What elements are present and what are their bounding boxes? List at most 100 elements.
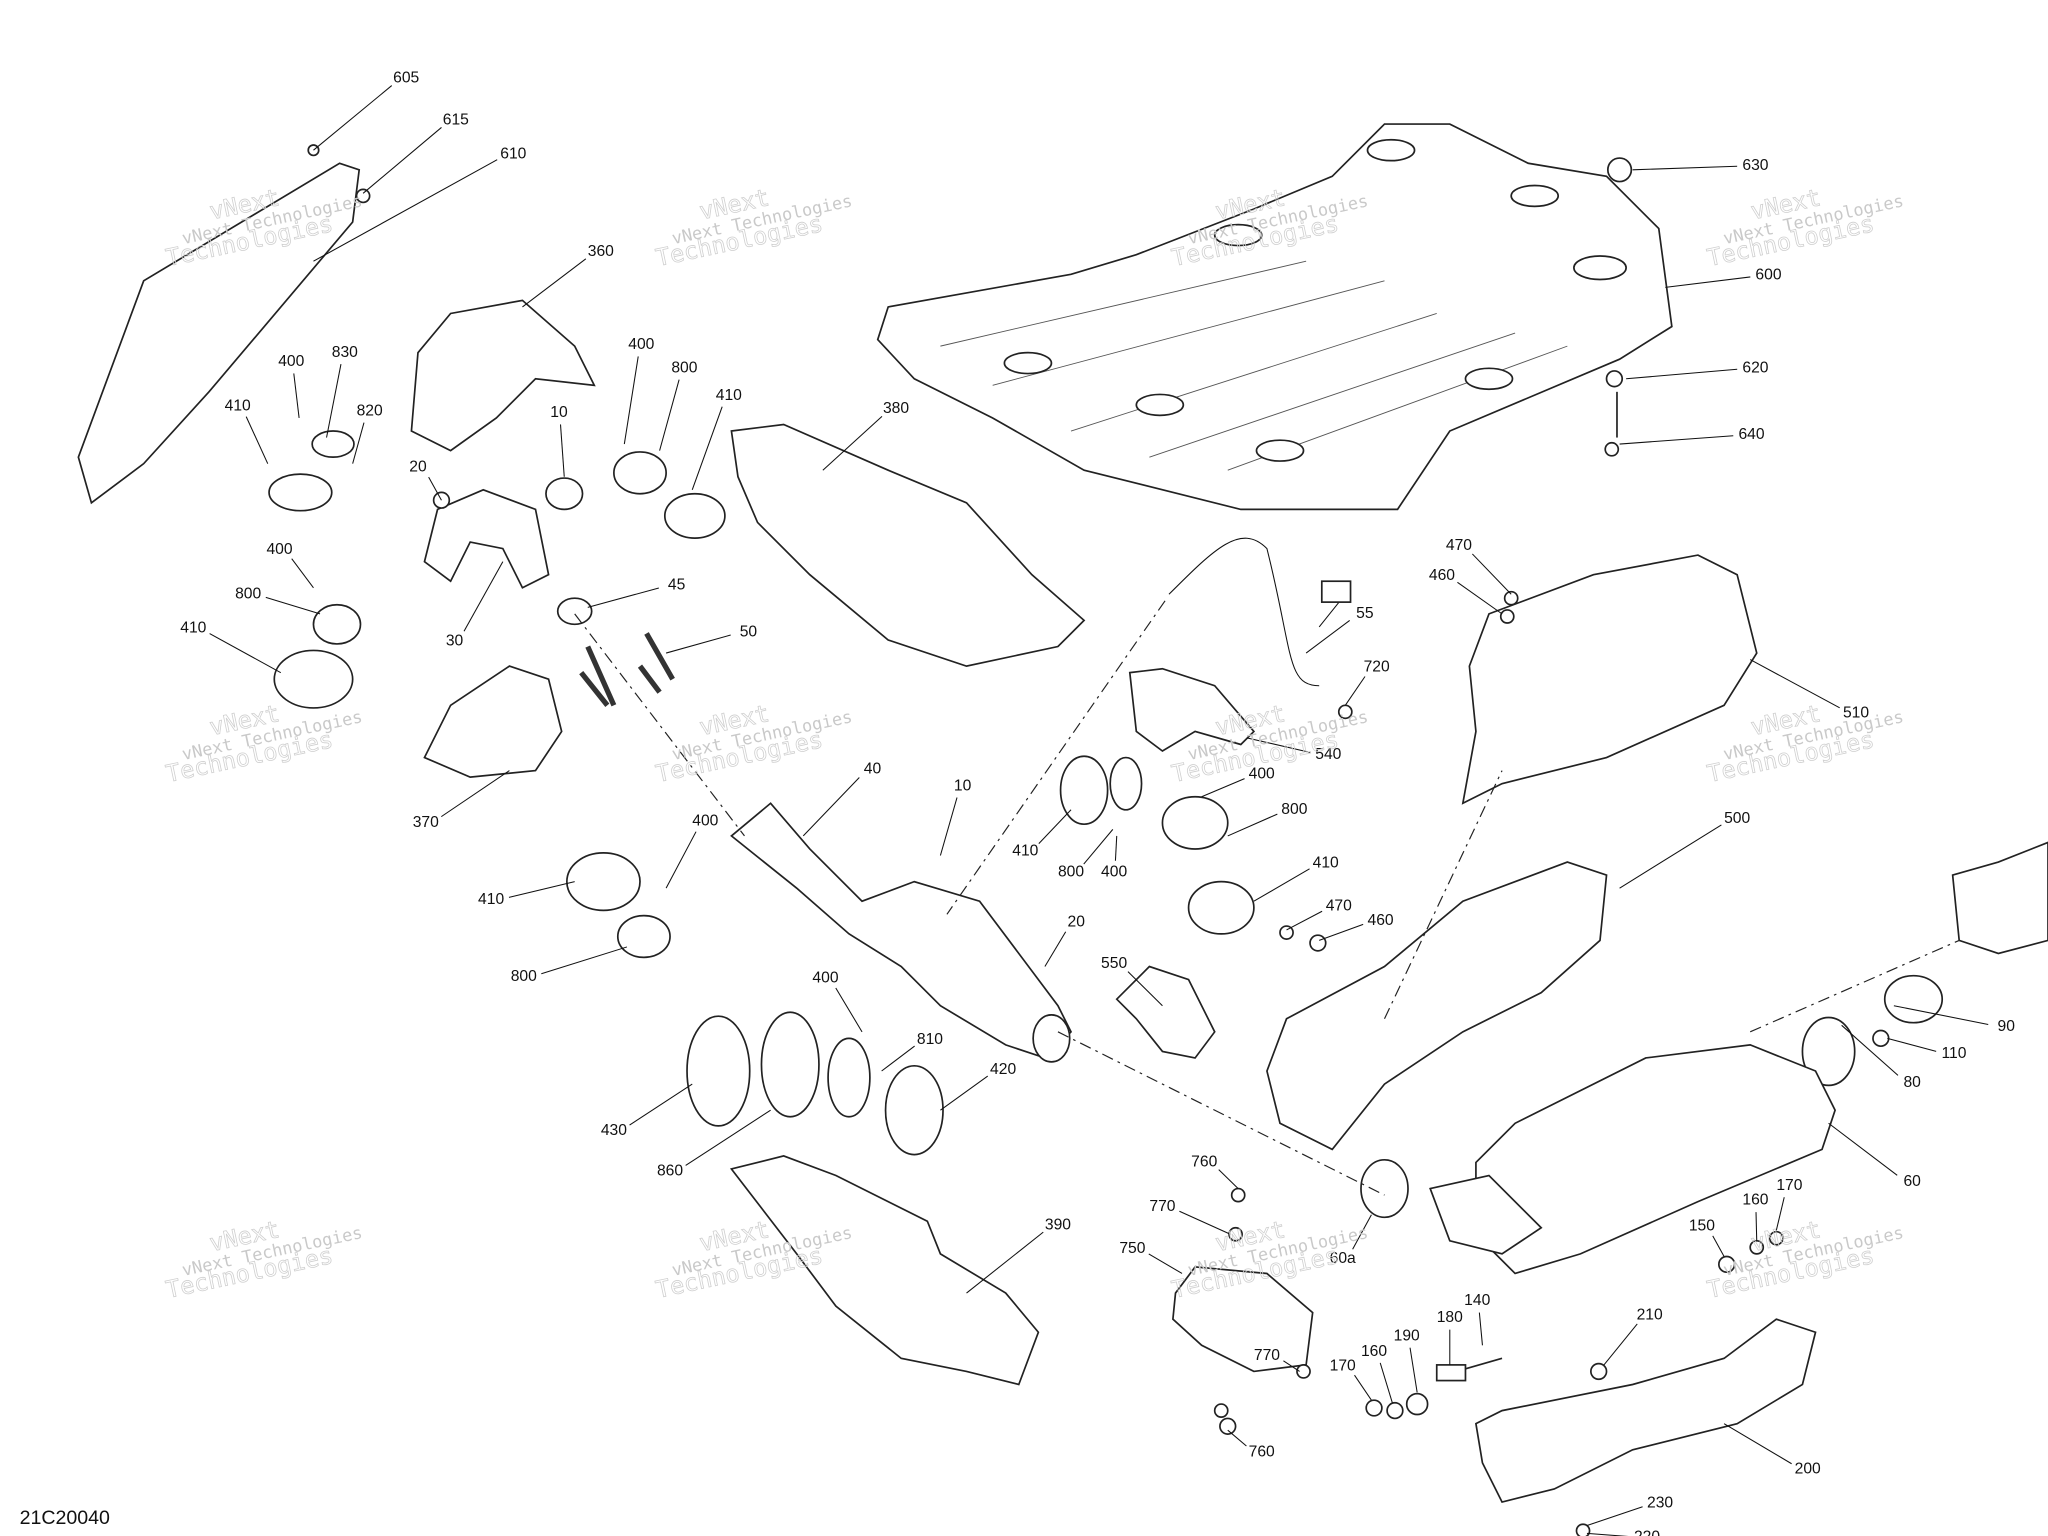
callout-360: 360 <box>588 243 614 260</box>
callout-170: 170 <box>1330 1357 1356 1374</box>
leader-line <box>1409 1347 1418 1393</box>
leader-line <box>313 85 393 151</box>
elbow-30 <box>423 488 550 589</box>
callout-420: 420 <box>990 1061 1016 1078</box>
leader-line <box>1305 619 1350 654</box>
callout-470: 470 <box>1326 898 1352 915</box>
leader-lines <box>209 85 1989 1536</box>
leader-line <box>1841 1024 1899 1076</box>
callout-600: 600 <box>1755 267 1781 284</box>
leader-line <box>1586 1506 1643 1527</box>
callout-50: 50 <box>740 623 758 640</box>
leader-line <box>1179 1210 1231 1235</box>
leader-line <box>352 422 365 464</box>
callout-80: 80 <box>1903 1074 1921 1091</box>
leader-line <box>881 1045 915 1072</box>
callout-550: 550 <box>1101 955 1127 972</box>
diagram-code: 21C20040 <box>20 1507 110 1529</box>
callout-210: 210 <box>1637 1306 1663 1323</box>
callout-110: 110 <box>1941 1045 1966 1062</box>
leader-line <box>1044 931 1067 967</box>
callout-230: 230 <box>1647 1494 1673 1511</box>
leader-line <box>1893 1005 1989 1025</box>
leader-line <box>1619 824 1722 889</box>
leader-line <box>362 127 442 194</box>
callout-820: 820 <box>357 403 383 420</box>
leader-line <box>940 1075 989 1111</box>
callout-610: 610 <box>500 145 526 162</box>
leader-line <box>1114 835 1118 861</box>
callout-410: 410 <box>225 397 251 414</box>
muffler-60 <box>1475 1044 1837 1275</box>
leader-line <box>966 1231 1044 1294</box>
leader-line <box>1712 1235 1725 1257</box>
callout-380: 380 <box>883 400 909 417</box>
callout-400: 400 <box>628 336 654 353</box>
callout-400: 400 <box>266 541 292 558</box>
heat-shield-500 <box>1266 861 1608 1151</box>
callout-220: 220 <box>1634 1528 1660 1536</box>
callout-540: 540 <box>1315 746 1341 763</box>
callout-10: 10 <box>550 404 568 421</box>
callout-370: 370 <box>413 814 439 831</box>
heat-shield-600 <box>876 123 1673 511</box>
leader-line <box>1603 1323 1638 1366</box>
leader-line <box>665 831 697 889</box>
leader-line <box>1632 165 1738 171</box>
callout-830: 830 <box>332 344 358 361</box>
leader-line <box>802 777 860 837</box>
callout-20: 20 <box>1068 913 1086 930</box>
callout-760: 760 <box>1249 1444 1275 1461</box>
callout-410: 410 <box>716 387 742 404</box>
leader-line <box>1457 581 1503 615</box>
leader-line <box>1723 1423 1792 1465</box>
leader-line <box>1665 276 1751 288</box>
leader-line <box>1749 659 1840 709</box>
callout-720: 720 <box>1364 659 1390 676</box>
callout-45: 45 <box>668 576 686 593</box>
leader-line <box>1201 778 1245 798</box>
callout-390: 390 <box>1045 1216 1071 1233</box>
callout-200: 200 <box>1795 1461 1821 1478</box>
callout-640: 640 <box>1738 426 1764 443</box>
leader-line <box>1379 1362 1393 1403</box>
callout-750: 750 <box>1119 1240 1145 1257</box>
leader-line <box>1478 1312 1483 1346</box>
callout-60: 60 <box>1903 1173 1921 1190</box>
leader-line <box>1218 1169 1239 1189</box>
callout-410: 410 <box>478 891 504 908</box>
leader-line <box>939 797 958 856</box>
shield-390 <box>729 1155 1040 1386</box>
leader-line <box>1127 971 1163 1007</box>
exhaust-pipe-40 <box>730 802 1073 1059</box>
callout-90: 90 <box>1997 1018 2015 1035</box>
shield-370 <box>423 665 563 779</box>
leader-line <box>1247 737 1311 754</box>
leader-line <box>1828 1122 1898 1176</box>
leader-line <box>508 881 575 898</box>
callout-160: 160 <box>1361 1343 1387 1360</box>
leader-line <box>1626 368 1738 380</box>
callout-170: 170 <box>1776 1177 1802 1194</box>
callout-605: 605 <box>393 70 419 87</box>
callout-20: 20 <box>409 459 427 476</box>
callout-160: 160 <box>1742 1191 1768 1208</box>
callout-140: 140 <box>1464 1292 1490 1309</box>
shield-380 <box>730 423 1086 668</box>
callout-150: 150 <box>1689 1218 1715 1235</box>
leader-line <box>326 364 342 438</box>
callout-190: 190 <box>1394 1327 1420 1344</box>
leader-line <box>1038 809 1072 845</box>
callout-400: 400 <box>1101 864 1127 881</box>
leader-line <box>1887 1037 1937 1052</box>
callout-460: 460 <box>1429 567 1455 584</box>
leader-line <box>522 258 587 308</box>
leader-line <box>1227 1429 1247 1447</box>
callout-760: 760 <box>1191 1154 1217 1171</box>
leader-line <box>1253 868 1310 902</box>
leader-line <box>691 406 723 490</box>
callout-810: 810 <box>917 1031 943 1048</box>
leader-line <box>623 356 639 445</box>
